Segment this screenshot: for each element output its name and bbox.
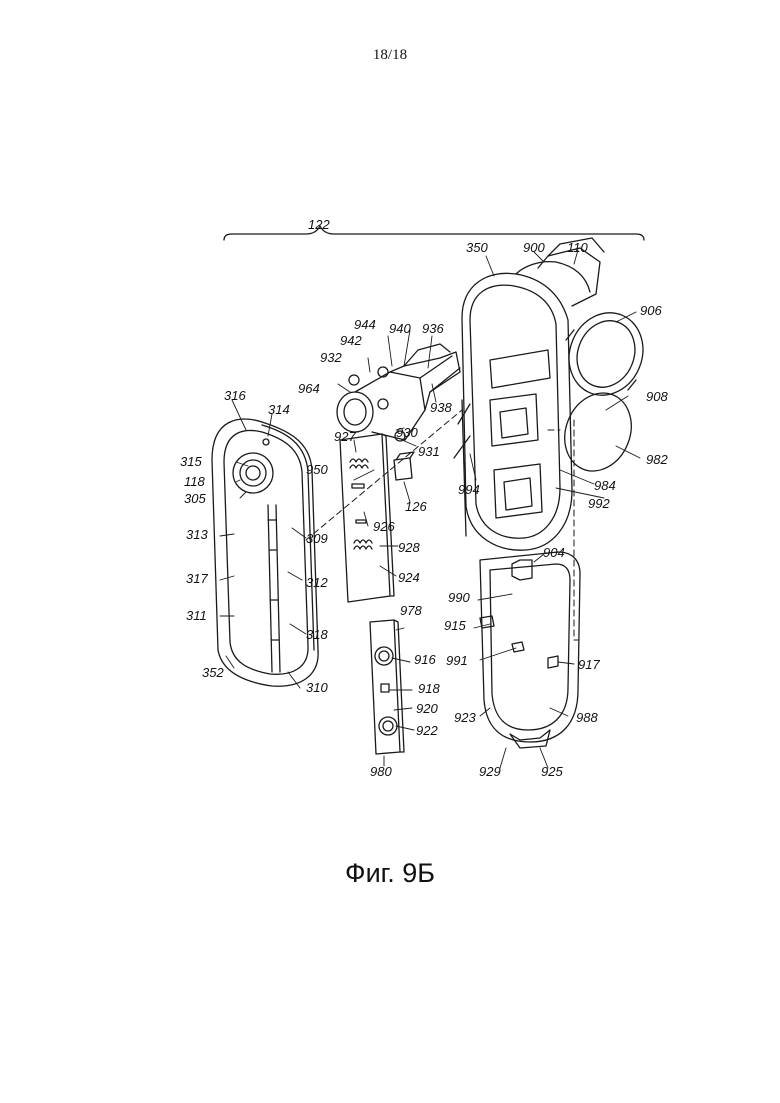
label-311: 311 <box>186 608 207 623</box>
label-310: 310 <box>306 680 328 695</box>
label-938: 938 <box>430 400 452 415</box>
label-980: 980 <box>370 764 392 779</box>
label-926: 926 <box>373 519 395 534</box>
label-923: 923 <box>454 710 476 725</box>
label-994: 994 <box>458 482 480 497</box>
label-906: 906 <box>640 303 662 318</box>
label-984: 984 <box>594 478 616 493</box>
label-318: 318 <box>306 627 328 642</box>
label-922: 922 <box>416 723 438 738</box>
label-928: 928 <box>398 540 420 555</box>
label-978: 978 <box>400 603 422 618</box>
label-317: 317 <box>186 571 208 586</box>
rear-housing <box>454 238 604 550</box>
label-918: 918 <box>418 681 440 696</box>
label-904: 904 <box>543 545 565 560</box>
label-982: 982 <box>646 452 668 467</box>
label-915: 915 <box>444 618 466 633</box>
label-930: 930 <box>396 425 418 440</box>
label-352: 352 <box>202 665 224 680</box>
label-936: 936 <box>422 321 444 336</box>
label-313: 313 <box>186 527 208 542</box>
label-312: 312 <box>306 575 328 590</box>
front-shell <box>212 419 318 686</box>
label-916: 916 <box>414 652 436 667</box>
label-305: 305 <box>184 491 206 506</box>
label-920: 920 <box>416 701 438 716</box>
label-315: 315 <box>180 454 202 469</box>
label-990: 990 <box>448 590 470 605</box>
label-350: 350 <box>466 240 488 255</box>
label-932: 932 <box>320 350 342 365</box>
label-908: 908 <box>646 389 668 404</box>
figure-caption: Фиг. 9Б <box>0 858 780 889</box>
label-988: 988 <box>576 710 598 725</box>
label-929: 929 <box>479 764 501 779</box>
label-924: 924 <box>398 570 420 585</box>
label-950: 950 <box>306 462 328 477</box>
label-992: 992 <box>588 496 610 511</box>
button-board <box>370 620 404 754</box>
assembly-axes <box>306 410 578 640</box>
label-944: 944 <box>354 317 376 332</box>
label-964: 964 <box>298 381 320 396</box>
label-314: 314 <box>268 402 290 417</box>
reference-labels: 122 350 900 110 906 908 982 984 992 994 … <box>180 217 668 779</box>
label-942: 942 <box>340 333 362 348</box>
label-940: 940 <box>389 321 411 336</box>
label-917: 917 <box>578 657 600 672</box>
label-122: 122 <box>308 217 330 232</box>
label-931: 931 <box>418 444 440 459</box>
label-991: 991 <box>446 653 468 668</box>
label-126: 126 <box>405 499 427 514</box>
label-900: 900 <box>523 240 545 255</box>
back-cover <box>480 552 580 748</box>
label-118: 118 <box>184 474 205 489</box>
assembly-bracket <box>224 226 644 240</box>
label-110: 110 <box>567 240 588 255</box>
label-309: 309 <box>306 531 328 546</box>
label-925: 925 <box>541 764 563 779</box>
label-316: 316 <box>224 388 246 403</box>
label-927: 927 <box>334 429 356 444</box>
